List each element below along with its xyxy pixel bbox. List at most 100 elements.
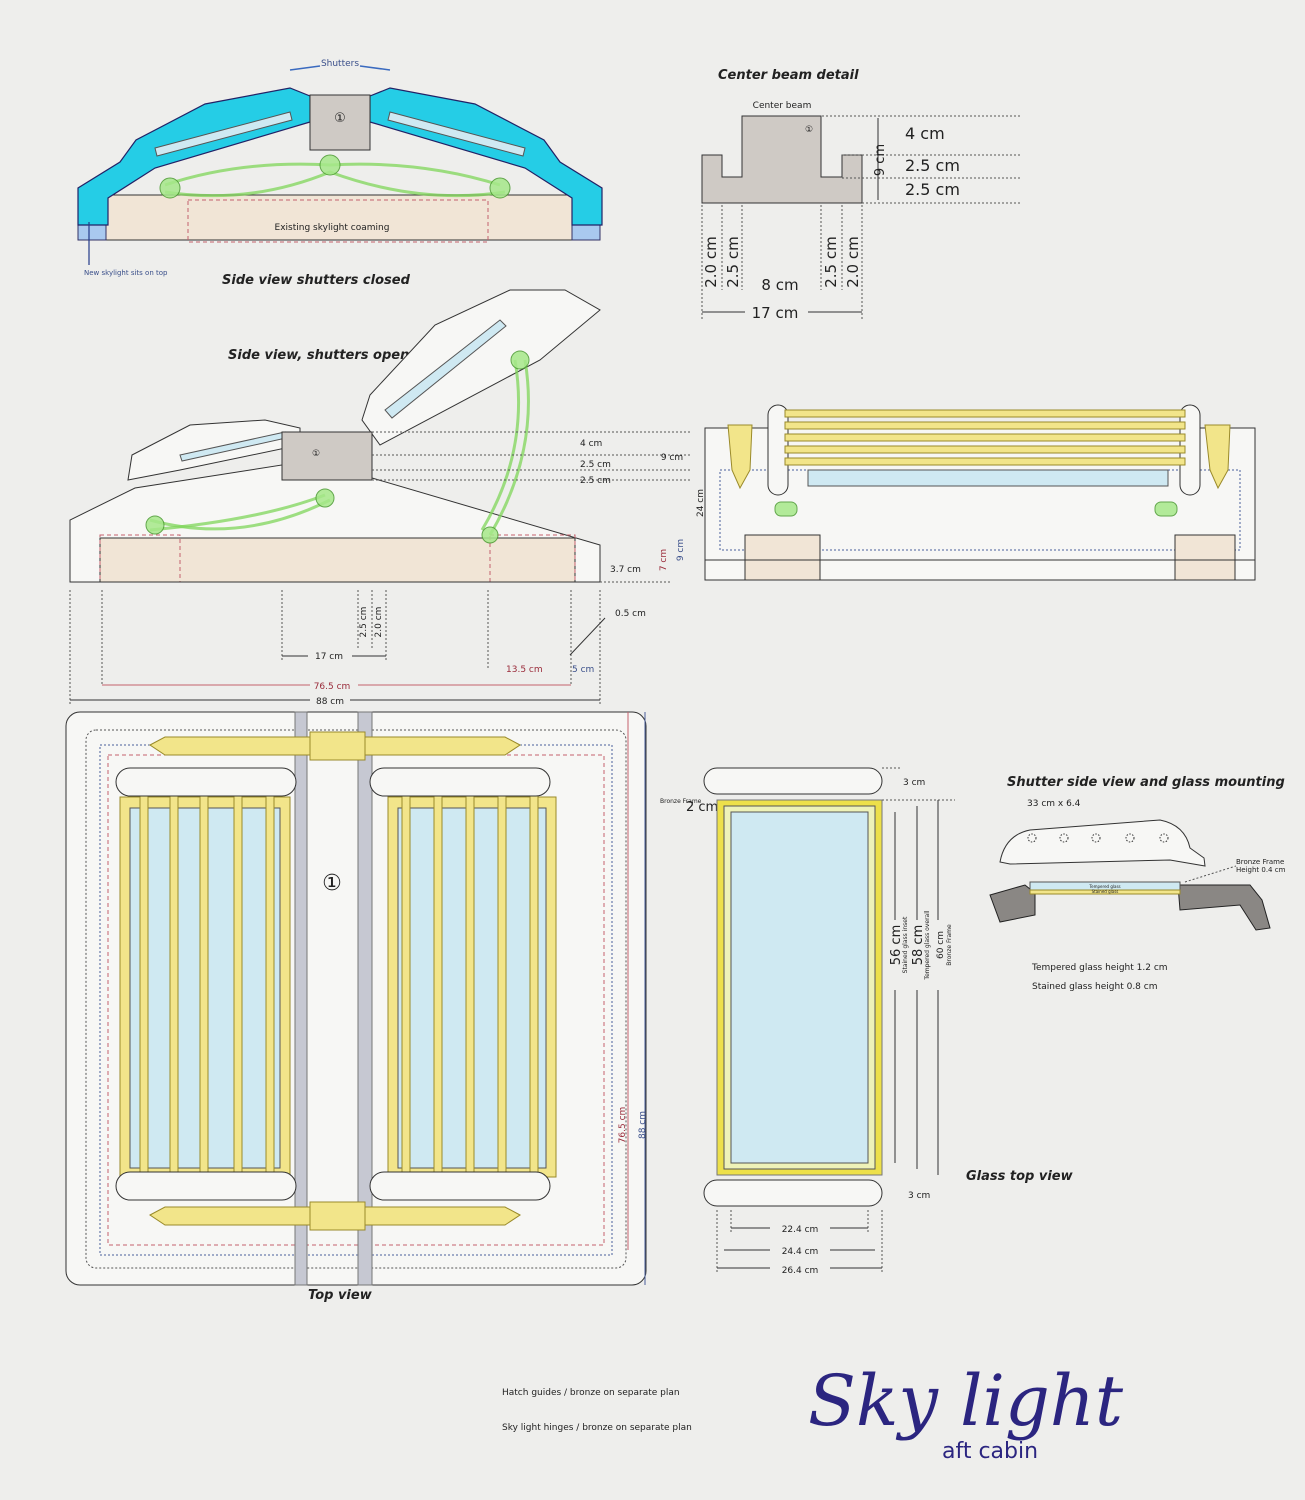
- coaming-outline: [187, 199, 489, 243]
- slat: [199, 779, 209, 1181]
- shutter-bolt-holes: [1027, 833, 1169, 843]
- dim-h9: 9 cm: [676, 539, 686, 561]
- logo-subtitle: aft cabin: [942, 1439, 1038, 1464]
- dim-w17: 17 cm: [315, 652, 343, 662]
- dim-top-gap: 3 cm: [903, 778, 925, 788]
- shutters-label: Shutters: [321, 59, 359, 69]
- frame-note-2: Height 0.4 cm: [1236, 866, 1286, 874]
- slat: [529, 779, 539, 1181]
- hinge-bottom-right: [364, 1206, 521, 1226]
- title-side-open: Side view, shutters open: [228, 348, 409, 363]
- slat: [497, 779, 507, 1181]
- left-glass-strip: [154, 111, 293, 157]
- glass-pane: [730, 811, 869, 1164]
- slat: [139, 779, 149, 1181]
- dim-w765: 76.5 cm: [314, 682, 351, 692]
- shutter-profile: [999, 819, 1206, 867]
- green-arm-right: [488, 359, 530, 536]
- hinge-center: [319, 154, 341, 176]
- shutters-arrows: [289, 65, 391, 71]
- coaming-label: Existing skylight coaming: [275, 223, 390, 233]
- shutter-side-view: Shutter side view and glass mounting 33 …: [989, 775, 1286, 992]
- side-view-closed: ① Shutters Existing skylight coaming New…: [77, 59, 603, 288]
- beam-number: ①: [805, 125, 813, 135]
- oval-guide-bottom-right: [369, 1171, 551, 1201]
- hinge-right-elev: [1204, 424, 1231, 490]
- slat: [784, 433, 1186, 442]
- dim-765: 76.5 cm: [618, 1107, 628, 1144]
- top-view: ① 76.5 cm 88 cm Top view: [65, 711, 648, 1303]
- hinge-left: [159, 177, 181, 199]
- center-beam: [309, 94, 371, 151]
- slat: [465, 779, 475, 1181]
- mount-right-block: [1177, 884, 1271, 931]
- bolt-hole-icon: [1059, 833, 1069, 843]
- dim-bottom-gap: 3 cm: [908, 1191, 930, 1201]
- title-glass-top-view: Glass top view: [966, 1169, 1074, 1184]
- bolt-hole-icon: [1091, 833, 1101, 843]
- dim-w3: 8 cm: [761, 276, 798, 294]
- slat: [784, 457, 1186, 466]
- hinge-bottom-left: [149, 1206, 311, 1226]
- beam-number: ①: [322, 871, 342, 896]
- slat: [433, 779, 443, 1181]
- dim-w5: 5 cm: [572, 665, 594, 675]
- dim-60: 60 cm: [936, 931, 946, 959]
- bolt-hole-icon: [1027, 833, 1037, 843]
- right-shutter-open: [361, 289, 601, 446]
- dim-h1: 4 cm: [580, 439, 602, 449]
- stained-height: Stained glass height 0.8 cm: [1032, 982, 1157, 992]
- dim-w5: 2.0 cm: [844, 236, 862, 287]
- title-center-beam-detail: Center beam detail: [718, 68, 859, 83]
- dim-w4: 2.5 cm: [822, 236, 840, 287]
- dim-224: 22.4 cm: [782, 1225, 819, 1235]
- hinge-left-elev: [727, 424, 753, 490]
- title-top-view: Top view: [308, 1288, 373, 1303]
- dim-h2: 2.5 cm: [905, 156, 960, 175]
- hinge-right: [489, 177, 511, 199]
- logo-title: Sky light: [808, 1360, 1124, 1442]
- slat: [233, 779, 243, 1181]
- slat: [265, 779, 275, 1181]
- oval-guide-top-right: [369, 767, 551, 797]
- dim-total-h: 9 cm: [873, 144, 888, 176]
- dim-58-note: Tempered glass overall: [924, 910, 931, 980]
- dim-h2: 2.5 cm: [580, 460, 611, 470]
- slat: [401, 779, 411, 1181]
- frame-note-1: Bronze Frame: [1236, 858, 1284, 866]
- hinge-top-left: [149, 736, 311, 756]
- dim-w135: 13.5 cm: [506, 665, 543, 675]
- center-beam-detail: Center beam detail Center beam ① 9 cm 4 …: [701, 68, 1020, 322]
- right-glass-strip: [387, 111, 526, 157]
- title-side-closed: Side view shutters closed: [222, 273, 411, 288]
- dim-56: 56 cm: [889, 925, 904, 966]
- bolt-hole-icon: [1125, 833, 1135, 843]
- dim-total-h: 24 cm: [696, 489, 706, 517]
- slat: [784, 421, 1186, 430]
- mount-left-block: [989, 884, 1036, 923]
- dim-88: 88 cm: [638, 1111, 648, 1139]
- center-beam-label: Center beam: [753, 101, 812, 111]
- beam-number: ①: [334, 111, 346, 126]
- bolt-hole-icon: [1159, 833, 1169, 843]
- dim-frame-w: 2 cm: [686, 800, 718, 815]
- tempered-label: Tempered glass: [1088, 884, 1120, 889]
- elevation-slats: [784, 409, 1186, 466]
- slat: [784, 409, 1186, 418]
- dim-h37: 3.7 cm: [610, 565, 641, 575]
- slat: [784, 445, 1186, 454]
- beam-number: ①: [312, 449, 320, 459]
- coaming-base: [89, 194, 601, 241]
- dim-w88: 88 cm: [316, 697, 344, 707]
- dim-60-note: Bronze Frame: [946, 924, 953, 966]
- new-sits-label: New skylight sits on top: [84, 269, 168, 277]
- end-elevation: [704, 404, 1256, 581]
- dim-h3: 2.5 cm: [580, 476, 611, 486]
- stained-label: Stained glass: [1092, 889, 1119, 894]
- side-view-open: Side view, shutters open ① 4 cm 2.5 cm 2…: [69, 289, 706, 707]
- dim-v20: 2.0 cm: [374, 607, 384, 638]
- note-hinges: Sky light hinges / bronze on separate pl…: [502, 1423, 692, 1433]
- dim-58: 58 cm: [911, 925, 926, 966]
- frame-label: Bronze Frame: [660, 798, 702, 805]
